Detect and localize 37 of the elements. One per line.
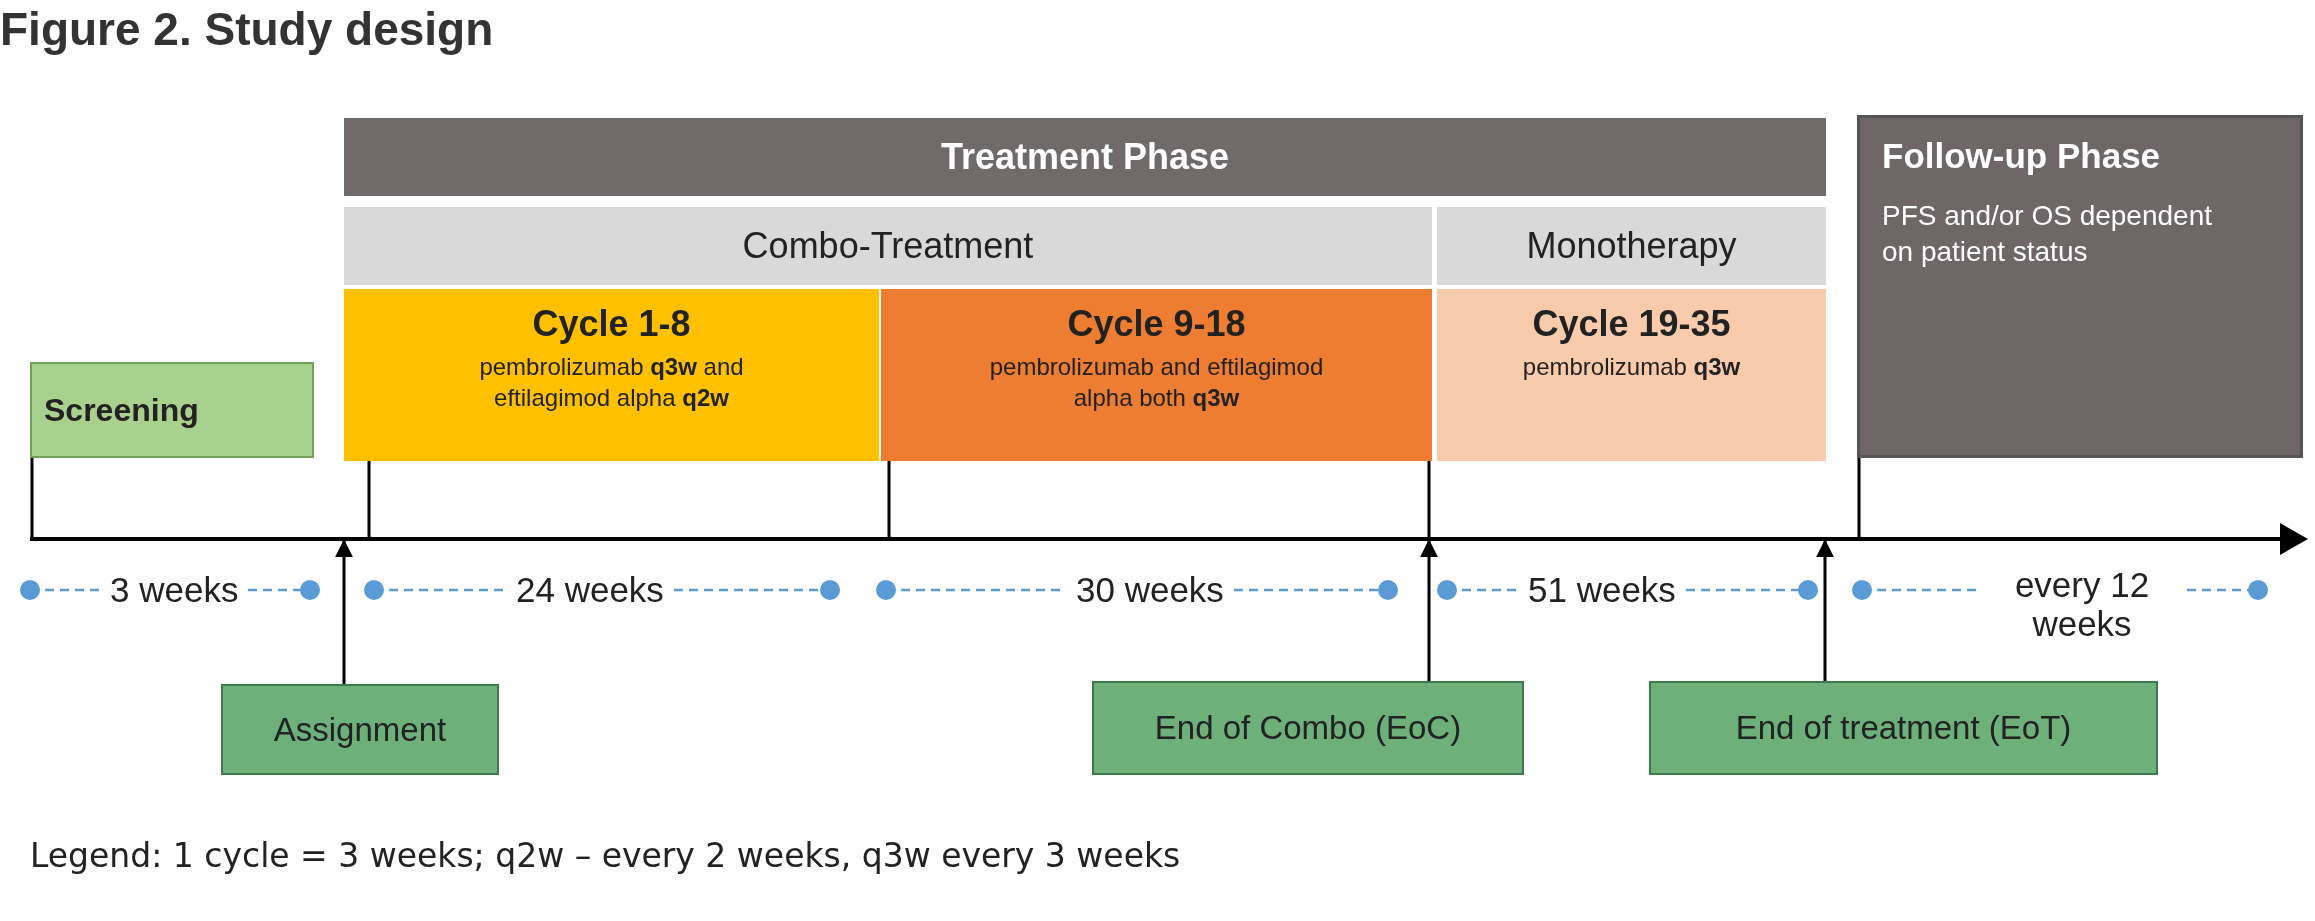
subphase-band (344, 207, 1432, 285)
arrow (335, 539, 353, 684)
box-label: Screening (44, 391, 200, 429)
cycle-box (1437, 289, 1826, 461)
box-label: Combo-Treatment (742, 225, 1034, 267)
legend-note: Legend: 1 cycle = 3 weeks; q2w – every 2 weeks, q3w every 3 weeks (30, 836, 1181, 875)
box-heading: Follow-up Phase (1882, 136, 2162, 176)
connector-line (1857, 458, 1861, 537)
arrow (1816, 539, 1834, 681)
figure-title: Figure 2. Study design (0, 2, 494, 56)
box-heading: Cycle 19-35 (1532, 303, 1731, 345)
cycle-box (881, 289, 1432, 461)
milestone-box (1092, 681, 1524, 775)
connector-line (367, 461, 371, 537)
phase-band (344, 118, 1826, 196)
subphase-band (1437, 207, 1826, 285)
box-description: pembrolizumab q3w and eftilagimod alpha q2w (478, 352, 745, 414)
cycle-box (344, 289, 881, 461)
box-heading: Cycle 9-18 (1067, 303, 1246, 345)
box-label: End of treatment (EoT) (1735, 709, 2072, 747)
box-heading: Cycle 1-8 (532, 303, 691, 345)
box-description: pembrolizumab and eftilagimod alpha both q3w (988, 352, 1325, 414)
phase-box (1857, 115, 2303, 458)
box-label: Monotherapy (1526, 225, 1737, 267)
box-description: PFS and/or OS dependent on patient status (1882, 199, 2213, 270)
timeline-axis (30, 523, 2308, 555)
connector-line (1427, 461, 1431, 537)
milestone-box (1649, 681, 2158, 775)
box-label: End of Combo (EoC) (1154, 709, 1462, 747)
connector-line (30, 458, 34, 537)
box-label: Assignment (273, 710, 447, 749)
arrow (1420, 539, 1438, 681)
process-box (30, 362, 314, 458)
box-label: Treatment Phase (940, 136, 1230, 178)
connector-line (887, 461, 891, 537)
box-description: pembrolizumab q3w (1521, 352, 1742, 382)
milestone-box (221, 684, 499, 775)
